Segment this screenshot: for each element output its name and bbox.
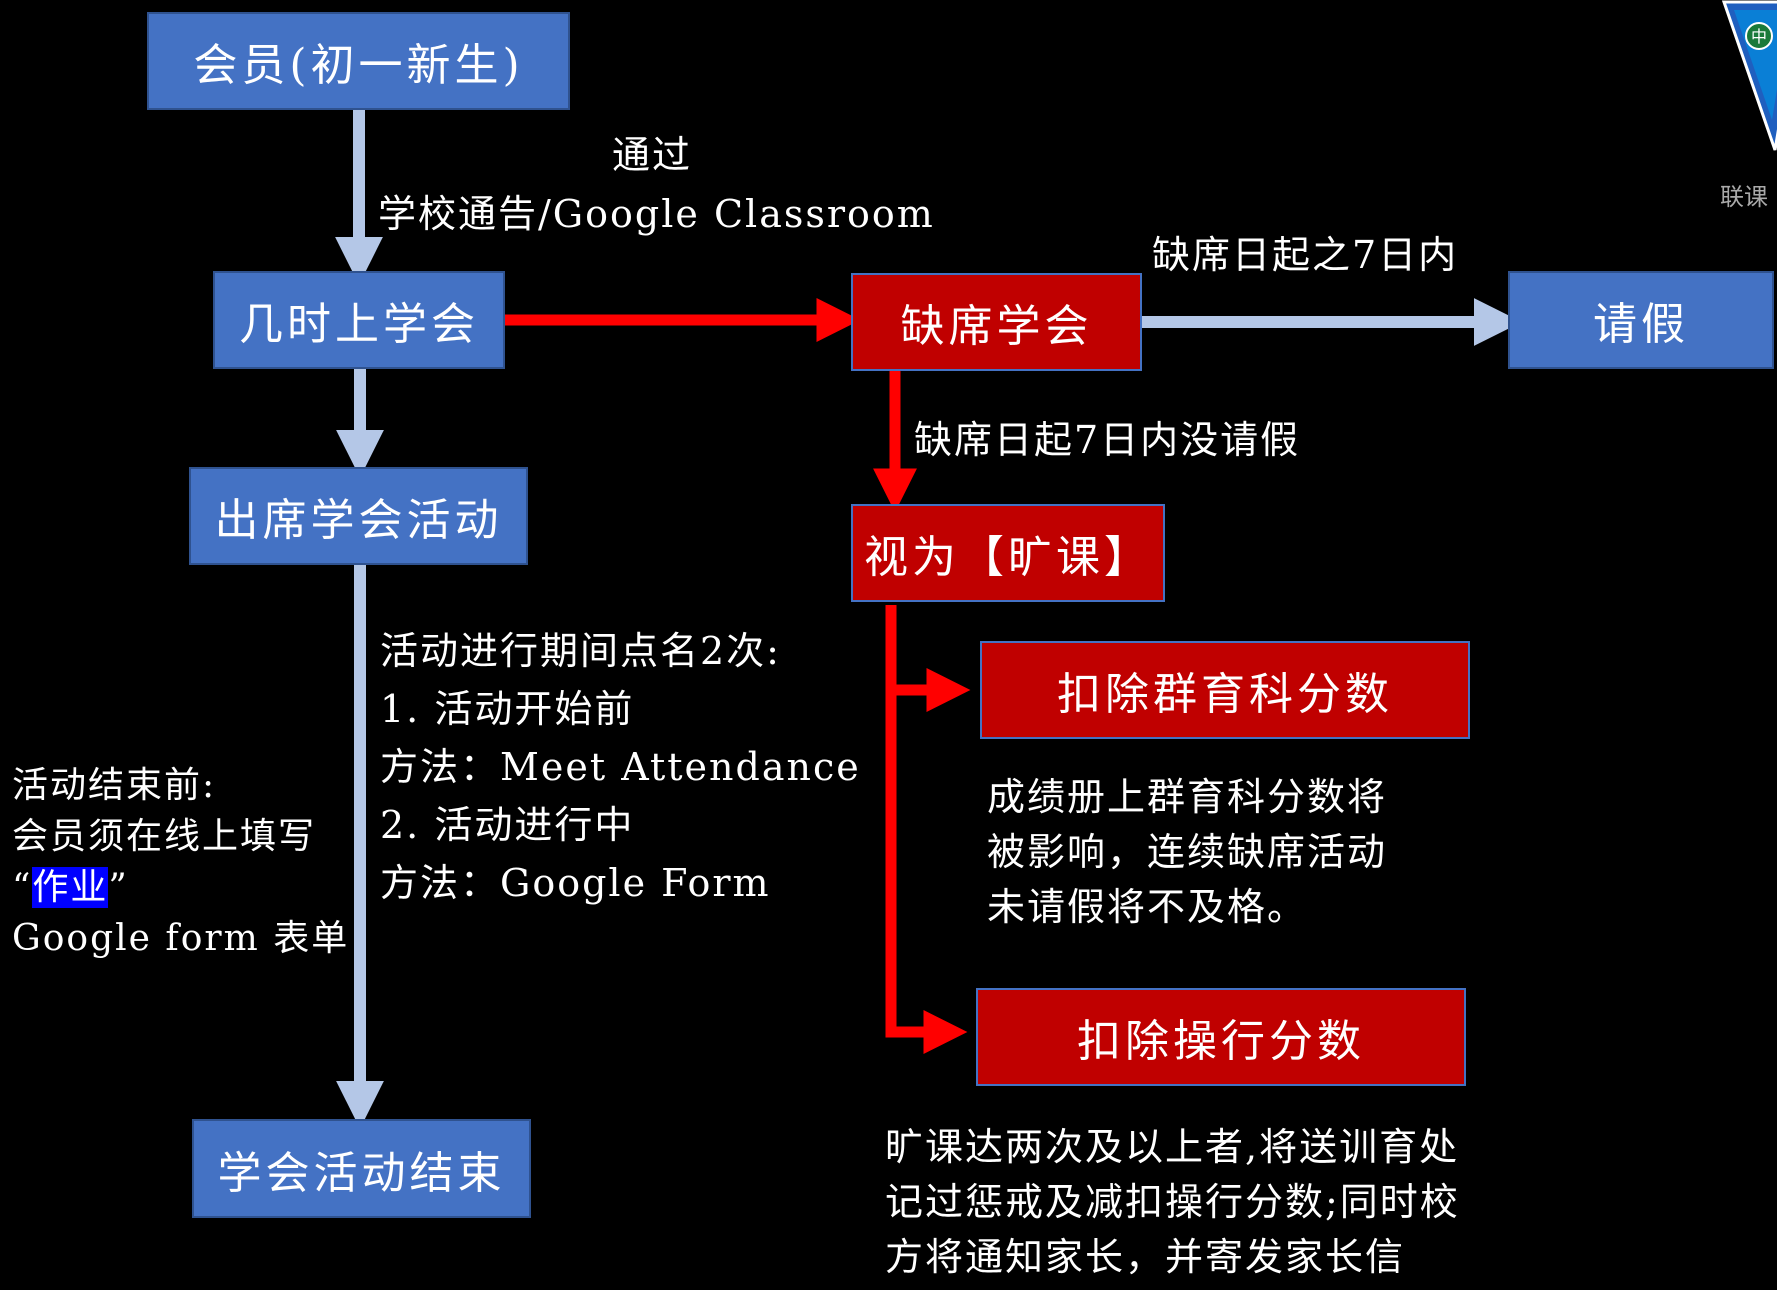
- via-channel-label: 学校通告/Google Classroom: [378, 192, 935, 236]
- absent-box: 缺席学会: [851, 273, 1142, 371]
- member-box: 会员(初一新生): [147, 12, 570, 110]
- logo-char: 中: [1751, 27, 1767, 46]
- deduct-conduct-box: 扣除操行分数: [976, 988, 1466, 1086]
- rollcall-line-5: 方法：Google Form: [380, 861, 771, 905]
- no-leave-7-days-label: 缺席日起7日内没请假: [914, 418, 1301, 462]
- via-label: 通过: [612, 133, 693, 177]
- end-box: 学会活动结束: [192, 1119, 531, 1218]
- conduct-note-line-2: 记过惩戒及减扣操行分数;同时校: [885, 1180, 1460, 1224]
- when-meeting-box: 几时上学会: [213, 271, 505, 369]
- conduct-note-line-1: 旷课达两次及以上者,将送训育处: [885, 1125, 1460, 1169]
- rollcall-line-4: 2. 活动进行中: [380, 803, 635, 847]
- club-note-line-1: 成绩册上群育科分数将: [987, 775, 1388, 819]
- rollcall-line-1: 活动进行期间点名2次:: [380, 629, 781, 673]
- before-end-note: 活动结束前: 会员须在线上填写 “作业” Google form 表单: [12, 760, 349, 964]
- arrow-truancy-branch-line: [885, 605, 968, 1054]
- club-score-note: 成绩册上群育科分数将 被影响，连续缺席活动 未请假将不及格。: [987, 770, 1387, 935]
- conduct-note-line-3: 方将通知家长，并寄发家长信: [885, 1235, 1406, 1279]
- homework-highlight: 作业: [32, 867, 109, 908]
- before-end-line-4: Google form 表单: [12, 918, 350, 959]
- rollcall-line-3: 方法：Meet Attendance: [380, 745, 861, 789]
- conduct-score-note: 旷课达两次及以上者,将送训育处 记过惩戒及减扣操行分数;同时校 方将通知家长，并…: [885, 1120, 1460, 1285]
- club-note-line-3: 未请假将不及格。: [987, 885, 1308, 929]
- rollcall-note: 活动进行期间点名2次: 1. 活动开始前 方法：Meet Attendance …: [380, 622, 861, 912]
- logo-triangle-icon: 中 联课: [1720, 0, 1777, 210]
- deduct-club-box: 扣除群育科分数: [980, 641, 1470, 739]
- logo-text: 联课: [1720, 183, 1768, 210]
- open-quote: “: [12, 867, 33, 908]
- attend-box: 出席学会活动: [189, 467, 528, 565]
- school-logo: 中 联课: [1720, 0, 1777, 210]
- before-end-line-2: 会员须在线上填写: [12, 816, 317, 857]
- truancy-box: 视为【旷课】: [851, 504, 1165, 602]
- within-7-days-label: 缺席日起之7日内: [1152, 233, 1459, 277]
- before-end-line-3: “作业”: [12, 862, 349, 913]
- leave-box: 请假: [1508, 271, 1774, 369]
- close-quote: ”: [108, 867, 129, 908]
- club-note-line-2: 被影响，连续缺席活动: [987, 830, 1388, 874]
- rollcall-line-2: 1. 活动开始前: [380, 687, 635, 731]
- before-end-line-1: 活动结束前:: [12, 765, 217, 806]
